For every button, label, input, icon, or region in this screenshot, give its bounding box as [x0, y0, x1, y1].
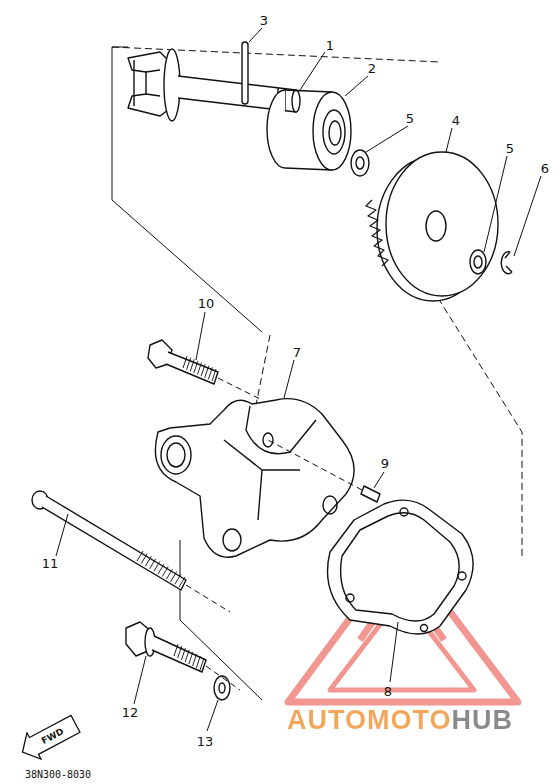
part-code: 38N300-8030	[25, 770, 91, 780]
callout-number: 8	[384, 685, 392, 698]
leader-line	[56, 28, 541, 731]
pump-housing	[155, 399, 354, 558]
gasket	[328, 500, 474, 634]
frame-line	[180, 540, 262, 700]
washer	[214, 676, 230, 700]
callout-number: 2	[368, 62, 376, 75]
callout-number: 7	[293, 346, 301, 359]
pin	[242, 42, 248, 104]
callout-number: 5	[506, 142, 514, 155]
gear	[366, 152, 498, 301]
callout-number: 12	[122, 706, 139, 719]
watermark-text: AUTOMOTOHUB	[287, 707, 513, 734]
callout-number: 5	[406, 112, 414, 125]
callout-number: 1	[326, 39, 334, 52]
callout-number: 4	[452, 114, 460, 127]
seal-bearing	[267, 90, 351, 170]
arrow-text: FWD	[40, 726, 65, 746]
circlip	[501, 252, 512, 274]
callout-number: 9	[381, 457, 389, 470]
dowel-pin	[361, 486, 380, 502]
long-bolt	[32, 491, 186, 590]
callout-number: 10	[198, 297, 215, 310]
callout-number: 3	[260, 14, 268, 27]
flange-bolt	[126, 622, 206, 672]
callout-number: 11	[42, 557, 59, 570]
frame-line	[438, 298, 522, 560]
washer	[470, 250, 486, 274]
callout-number: 6	[541, 162, 549, 175]
direction-arrow: FWD	[14, 709, 84, 766]
washer	[351, 150, 369, 176]
callout-number: 13	[197, 735, 214, 748]
bolt	[148, 340, 218, 384]
